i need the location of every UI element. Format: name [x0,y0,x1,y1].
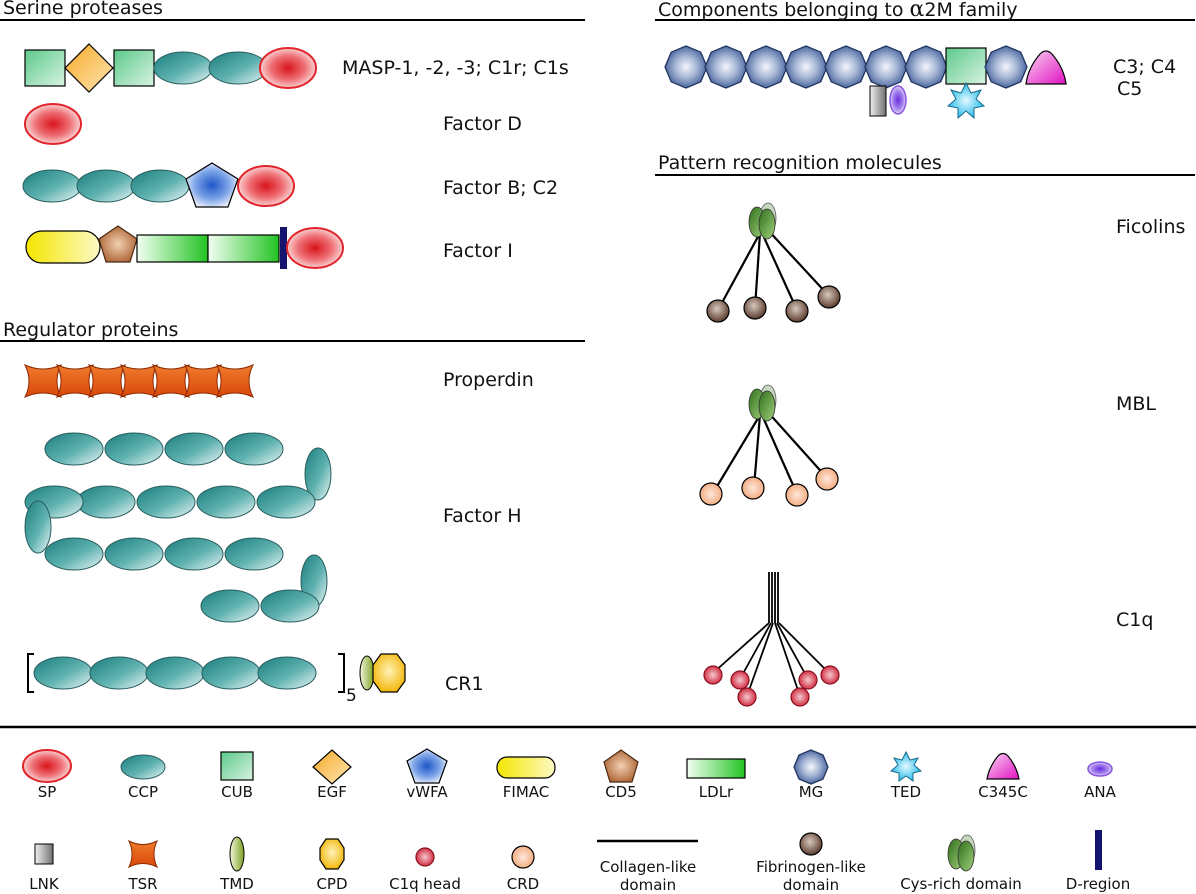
legend-label-fibrinogen: Fibrinogen-like domain [756,858,866,894]
legend-d-region-symbol [1095,830,1102,870]
legend-ccp-symbol [120,754,166,780]
pattern-recognition-heading: Pattern recognition molecules [658,152,942,174]
legend-label-cpd: CPD [316,875,348,893]
ficolins-label: Ficolins [1116,216,1186,238]
legend-label-tsr: TSR [128,875,158,893]
legend-ana-symbol [1087,761,1113,777]
legend-label-cys-rich: Cys-rich domain [900,875,1022,893]
c5-label: C5 [1117,78,1143,100]
legend-label-d-region: D-region [1065,875,1131,893]
legend-row-1-symbols [22,748,1113,785]
c3-domain-chain [664,45,1067,119]
factor-b-domain-chain [22,162,295,208]
legend-ted-symbol [890,751,922,782]
factor-h-label: Factor H [443,505,522,527]
legend-label-fimac: FIMAC [502,783,550,801]
legend-fimac-symbol [496,756,556,779]
legend-label-mg: MG [798,783,824,801]
legend-label-ted: TED [890,783,922,801]
alpha-symbol: α [909,0,925,22]
legend-vwfa-symbol [406,748,448,784]
legend-label-ana: ANA [1084,783,1116,801]
legend-c1q-head-symbol [415,847,435,867]
c1q-structure [703,572,840,707]
legend-label-egf: EGF [317,783,347,801]
factor-i-label: Factor I [443,240,513,262]
masp-label: MASP-1, -2, -3; C1r; C1s [342,57,569,79]
factor-b-label: Factor B; C2 [443,177,559,199]
legend-sp-symbol [22,749,72,783]
legend-label-c345c: C345C [978,783,1028,801]
legend-mg-symbol [793,749,829,785]
mbl-label: MBL [1116,393,1157,415]
c3-c4-label: C3; C4 [1113,56,1177,78]
legend-label-ccp: CCP [128,783,158,801]
properdin-label: Properdin [443,369,534,391]
legend-label-vwfa: vWFA [406,783,448,801]
cr1-repeat-count: 5 [346,686,357,706]
legend-label-sp: SP [37,783,57,801]
cr1-domain-chain [27,653,406,693]
a2m-suffix: 2M family [924,0,1018,21]
regulator-proteins-heading: Regulator proteins [3,319,179,341]
legend-label-collagen: Collagen-like domain [599,858,697,894]
legend-label-cub: CUB [221,783,253,801]
ficolins-structure [706,202,841,323]
legend-cub-symbol [220,751,254,781]
legend-label-ldlr: LDLr [698,783,734,801]
legend-lnk-symbol [34,843,54,865]
mbl-structure [699,384,839,507]
legend-fibrinogen-symbol [799,832,823,856]
factor-h-domain-chain [24,432,332,623]
factor-d-domain-chain [24,103,82,145]
legend-crd-symbol [511,845,535,869]
legend-c345c-symbol [986,752,1020,780]
legend-cys-rich-symbol [947,834,976,872]
a2m-family-heading: Components belonging to α2M family [658,0,1018,22]
legend-cpd-symbol [319,838,345,870]
legend-cd5-symbol [603,749,639,783]
c1q-label: C1q [1116,609,1154,631]
cr1-label: CR1 [445,673,484,695]
factor-d-label: Factor D [443,113,522,135]
properdin-domain-chain [24,364,254,398]
factor-i-domain-chain [25,225,344,269]
legend-ldlr-symbol [686,758,746,779]
masp-domain-chain [24,43,317,93]
legend-tsr-symbol [128,840,158,868]
legend-egf-symbol [312,749,352,785]
serine-proteases-heading: Serine proteases [3,0,163,19]
legend-label-lnk: LNK [29,875,59,893]
legend-tmd-symbol [229,836,245,872]
legend-label-tmd: TMD [220,875,254,893]
legend-label-c1q-head: C1q head [389,875,461,893]
legend-label-cd5: CD5 [605,783,637,801]
a2m-prefix: Components belonging to [658,0,910,21]
legend-label-crd: CRD [506,875,540,893]
legend-row-2-symbols [34,830,1102,872]
